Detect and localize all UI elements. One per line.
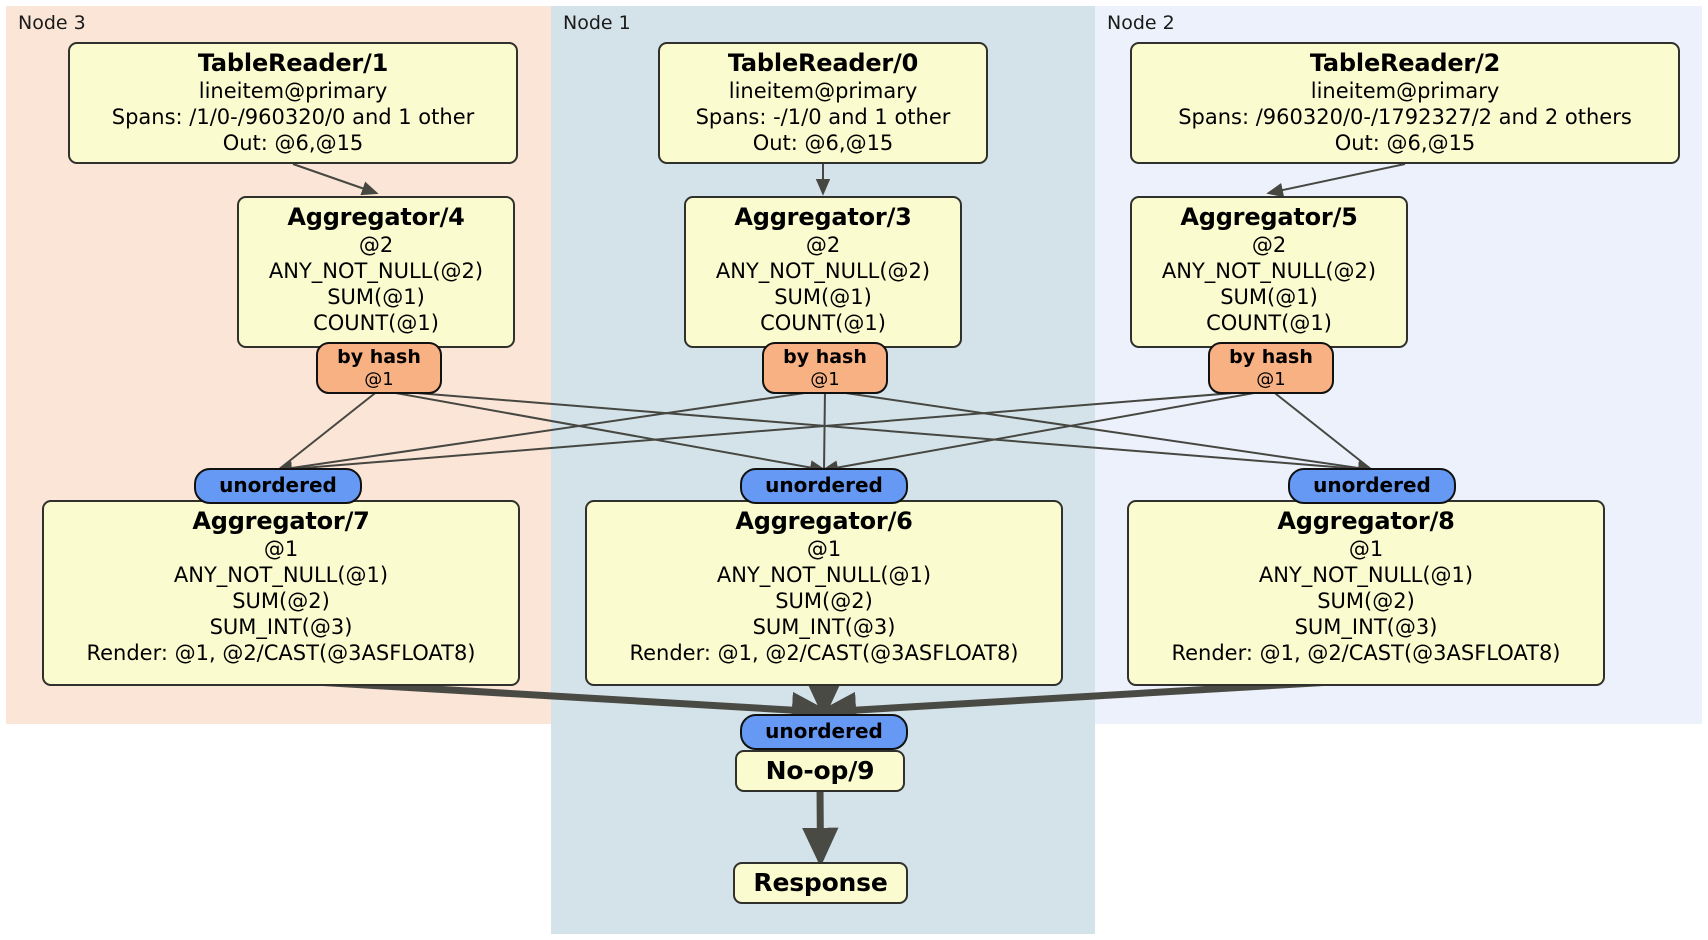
unordered-label: unordered bbox=[219, 473, 337, 497]
processor-title: Aggregator/8 bbox=[1277, 507, 1455, 535]
processor-line: lineitem@primary bbox=[728, 79, 918, 103]
processor-line: SUM(@2) bbox=[232, 589, 330, 613]
processor-line: @1 bbox=[1348, 537, 1384, 561]
processor-line: ANY_NOT_NULL(@2) bbox=[1161, 259, 1377, 283]
processor-line: Out: @6,@15 bbox=[1334, 131, 1476, 155]
unordered-label: unordered bbox=[765, 473, 883, 497]
processor-title: TableReader/1 bbox=[197, 49, 389, 77]
processor-title: No-op/9 bbox=[765, 756, 875, 785]
processor-line: SUM(@1) bbox=[327, 285, 425, 309]
hash-router-pill-hash4[interactable]: by hash@1 bbox=[316, 342, 442, 394]
hash-router-column: @1 bbox=[364, 369, 394, 390]
processor-line: SUM(@2) bbox=[1317, 589, 1415, 613]
unordered-synchronizer-unordered7[interactable]: unordered bbox=[194, 468, 362, 504]
unordered-label: unordered bbox=[1313, 473, 1431, 497]
processor-line: Out: @6,@15 bbox=[752, 131, 894, 155]
processor-line: Out: @6,@15 bbox=[222, 131, 364, 155]
processor-line: @2 bbox=[1251, 233, 1287, 257]
hash-router-column: @1 bbox=[1256, 369, 1286, 390]
processor-line: @2 bbox=[805, 233, 841, 257]
processor-line: SUM(@1) bbox=[1220, 285, 1318, 309]
processor-line: @1 bbox=[806, 537, 842, 561]
processor-line: SUM_INT(@3) bbox=[1294, 615, 1438, 639]
processor-line: lineitem@primary bbox=[198, 79, 388, 103]
processor-title: Aggregator/4 bbox=[287, 203, 465, 231]
processor-line: SUM_INT(@3) bbox=[752, 615, 896, 639]
processor-line: lineitem@primary bbox=[1310, 79, 1500, 103]
unordered-synchronizer-unordered6[interactable]: unordered bbox=[740, 468, 908, 504]
node-label-node1: Node 1 bbox=[563, 12, 631, 34]
processor-line: COUNT(@1) bbox=[1206, 311, 1332, 335]
processor-title: TableReader/0 bbox=[727, 49, 919, 77]
processor-title: TableReader/2 bbox=[1309, 49, 1501, 77]
processor-line: SUM(@1) bbox=[774, 285, 872, 309]
unordered-label: unordered bbox=[765, 719, 883, 743]
processor-line: @2 bbox=[358, 233, 394, 257]
processor-box-noop9[interactable]: No-op/9 bbox=[735, 750, 905, 792]
processor-line: @1 bbox=[263, 537, 299, 561]
node-label-node2: Node 2 bbox=[1107, 12, 1175, 34]
hash-router-pill-hash5[interactable]: by hash@1 bbox=[1208, 342, 1334, 394]
processor-line: Spans: /960320/0-/1792327/2 and 2 others bbox=[1178, 105, 1632, 129]
processor-line: Render: @1, @2/CAST(@3ASFLOAT8) bbox=[1171, 641, 1561, 665]
hash-router-label: by hash bbox=[783, 346, 867, 368]
processor-title: Aggregator/7 bbox=[192, 507, 370, 535]
processor-line: ANY_NOT_NULL(@1) bbox=[716, 563, 932, 587]
unordered-synchronizer-unordered8[interactable]: unordered bbox=[1288, 468, 1456, 504]
processor-line: Spans: /1/0-/960320/0 and 1 other bbox=[111, 105, 475, 129]
processor-line: COUNT(@1) bbox=[760, 311, 886, 335]
processor-line: ANY_NOT_NULL(@1) bbox=[173, 563, 389, 587]
hash-router-label: by hash bbox=[337, 346, 421, 368]
hash-router-label: by hash bbox=[1229, 346, 1313, 368]
processor-title: Aggregator/6 bbox=[735, 507, 913, 535]
processor-line: SUM(@2) bbox=[775, 589, 873, 613]
processor-line: ANY_NOT_NULL(@2) bbox=[268, 259, 484, 283]
processor-line: SUM_INT(@3) bbox=[209, 615, 353, 639]
processor-title: Response bbox=[753, 868, 888, 897]
hash-router-pill-hash3[interactable]: by hash@1 bbox=[762, 342, 888, 394]
processor-line: Render: @1, @2/CAST(@3ASFLOAT8) bbox=[629, 641, 1019, 665]
processor-line: ANY_NOT_NULL(@2) bbox=[715, 259, 931, 283]
processor-line: ANY_NOT_NULL(@1) bbox=[1258, 563, 1474, 587]
processor-line: Render: @1, @2/CAST(@3ASFLOAT8) bbox=[86, 641, 476, 665]
hash-router-column: @1 bbox=[810, 369, 840, 390]
processor-box-response[interactable]: Response bbox=[733, 862, 908, 904]
node-label-node3: Node 3 bbox=[18, 12, 86, 34]
processor-title: Aggregator/5 bbox=[1180, 203, 1358, 231]
processor-title: Aggregator/3 bbox=[734, 203, 912, 231]
unordered-synchronizer-unordered9[interactable]: unordered bbox=[740, 714, 908, 750]
processor-line: COUNT(@1) bbox=[313, 311, 439, 335]
processor-line: Spans: -/1/0 and 1 other bbox=[695, 105, 951, 129]
